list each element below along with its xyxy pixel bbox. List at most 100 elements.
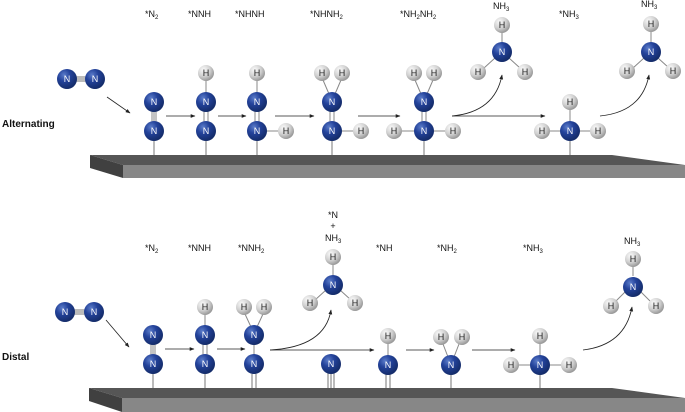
label-plus: +	[330, 221, 335, 231]
svg-text:N: N	[251, 330, 258, 340]
svg-text:H: H	[307, 298, 314, 308]
released-nh3-1: H N H H	[470, 17, 533, 80]
svg-text:N: N	[203, 126, 210, 136]
svg-text:H: H	[450, 126, 457, 136]
svg-text:H: H	[391, 126, 398, 136]
svg-text:N: N	[630, 282, 637, 292]
reaction-arrows	[105, 306, 634, 352]
label-n2: *N2	[145, 9, 159, 21]
state-nh2nh2: H H N H N H	[386, 65, 461, 155]
svg-text:N: N	[150, 359, 157, 369]
svg-text:N: N	[330, 280, 337, 290]
free-n2-molecule: N N	[57, 69, 105, 89]
label-nh3-released-1: NH3	[325, 233, 342, 245]
svg-text:H: H	[283, 126, 290, 136]
label-nh3-adsorbed: *NH3	[559, 9, 580, 21]
state-n2: N N	[143, 325, 163, 388]
state-labels: *N2 *NNH *NNH2 *N + NH3 *NH *NH2 *NH3 NH…	[145, 210, 641, 255]
alternating-pathway: Alternating *N2 *NNH *NHNH *NHNH2 *NH2NH…	[2, 0, 685, 178]
state-nh3: H H N H	[534, 94, 606, 155]
label-nh: *NH	[376, 243, 393, 253]
surface-slab	[89, 388, 685, 412]
svg-text:H: H	[385, 331, 392, 341]
label-nhnh: *NHNH	[235, 9, 265, 19]
label-nnh2: *NNH2	[238, 243, 265, 255]
state-nnh: H N N	[195, 299, 215, 388]
state-nnh: H N N	[196, 65, 216, 155]
svg-text:H: H	[358, 126, 365, 136]
svg-text:N: N	[448, 360, 455, 370]
svg-text:H: H	[508, 360, 515, 370]
svg-text:N: N	[251, 359, 258, 369]
svg-text:H: H	[499, 20, 506, 30]
svg-text:H: H	[653, 301, 660, 311]
released-nh3-2: H N H H	[619, 16, 681, 79]
label-n-adsorbed: *N	[328, 210, 338, 220]
label-nh3-released-2: NH3	[641, 0, 658, 11]
svg-text:H: H	[624, 66, 631, 76]
label-nh2: *NH2	[437, 243, 458, 255]
svg-text:N: N	[421, 126, 428, 136]
svg-text:N: N	[254, 126, 261, 136]
state-labels: *N2 *NNH *NHNH *NHNH2 *NH2NH2 NH3 *NH3 N…	[145, 0, 658, 21]
svg-text:H: H	[202, 302, 209, 312]
svg-text:H: H	[352, 298, 359, 308]
svg-text:H: H	[670, 66, 677, 76]
svg-text:H: H	[630, 254, 637, 264]
state-n: N	[321, 354, 341, 388]
svg-text:N: N	[499, 47, 506, 57]
svg-text:H: H	[203, 68, 210, 78]
alternating-title: Alternating	[2, 119, 55, 130]
svg-text:H: H	[567, 97, 574, 107]
reaction-arrows	[106, 74, 651, 118]
svg-text:H: H	[319, 68, 326, 78]
state-nnh2: H H N N	[236, 299, 272, 388]
svg-text:N: N	[62, 307, 69, 317]
label-nh3-adsorbed: *NH3	[523, 243, 544, 255]
svg-text:H: H	[241, 302, 248, 312]
svg-text:H: H	[522, 67, 529, 77]
svg-text:H: H	[261, 302, 268, 312]
label-nnh: *NNH	[188, 9, 211, 19]
svg-text:H: H	[539, 126, 546, 136]
svg-text:N: N	[329, 126, 336, 136]
state-nhnh2: H H N N H	[314, 65, 369, 155]
svg-text:H: H	[566, 360, 573, 370]
svg-text:H: H	[475, 67, 482, 77]
free-n2-molecule: N N	[55, 302, 104, 322]
svg-text:H: H	[254, 68, 261, 78]
state-nh2: H H N	[433, 329, 470, 388]
svg-text:H: H	[595, 126, 602, 136]
surface-slab	[90, 155, 685, 178]
svg-text:H: H	[330, 252, 337, 262]
svg-text:N: N	[567, 126, 574, 136]
svg-text:H: H	[648, 19, 655, 29]
label-n2: *N2	[145, 243, 159, 255]
distal-pathway: Distal *N2 *NNH *NNH2 *N + NH3 *NH *NH2 …	[2, 210, 685, 412]
label-nh3-released-1: NH3	[493, 1, 510, 13]
state-nh3: H H N H	[503, 328, 577, 388]
state-nh: H N	[378, 328, 398, 388]
svg-text:N: N	[648, 47, 655, 57]
svg-text:H: H	[339, 68, 346, 78]
svg-text:N: N	[202, 330, 209, 340]
released-nh3-1: H N H H	[302, 249, 363, 311]
svg-text:N: N	[254, 97, 261, 107]
svg-text:N: N	[91, 307, 98, 317]
label-nh2nh2: *NH2NH2	[400, 9, 437, 21]
svg-text:N: N	[150, 330, 157, 340]
svg-text:H: H	[438, 332, 445, 342]
state-n2: N N	[144, 92, 164, 155]
svg-text:N: N	[92, 74, 99, 84]
svg-text:H: H	[411, 68, 418, 78]
distal-title: Distal	[2, 352, 29, 363]
svg-text:N: N	[328, 359, 335, 369]
svg-text:H: H	[431, 68, 438, 78]
svg-text:H: H	[608, 301, 615, 311]
state-nhnh: H N N H	[247, 65, 294, 155]
svg-text:N: N	[64, 74, 71, 84]
svg-text:H: H	[459, 332, 466, 342]
svg-text:N: N	[329, 97, 336, 107]
svg-text:N: N	[202, 359, 209, 369]
